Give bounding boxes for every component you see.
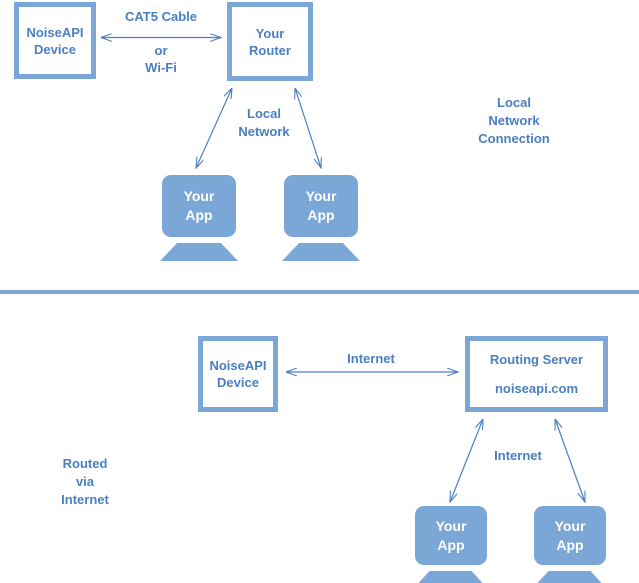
- or-label: or: [154, 43, 168, 58]
- noiseapi-device-label-line2: Device: [217, 375, 259, 390]
- laptop-bottom-1[interactable]: Your App: [413, 506, 488, 583]
- router-box[interactable]: Your Router: [227, 2, 313, 81]
- routing-server-box[interactable]: Routing Server noiseapi.com: [465, 336, 608, 412]
- wifi-label: Wi-Fi: [145, 60, 177, 75]
- router-label-line2: Router: [249, 42, 291, 58]
- laptop-label-line2: App: [437, 536, 465, 553]
- noiseapi-device-box-top[interactable]: NoiseAPI Device: [14, 2, 96, 79]
- laptop-base: [160, 243, 238, 261]
- laptop-label-line2: App: [185, 207, 213, 223]
- laptop-screen: Your App: [415, 506, 487, 565]
- laptop-label-line1: Your: [305, 188, 337, 204]
- noiseapi-device-label-line1: NoiseAPI: [26, 24, 84, 40]
- laptop-label-line2: App: [307, 207, 335, 223]
- laptop-screen: Your App: [534, 506, 606, 565]
- section-caption-local-network: Local Network Connection: [478, 95, 550, 146]
- section-divider: [0, 290, 639, 294]
- routing-server-label-line1: Routing Server: [489, 352, 584, 367]
- laptop-screen: Your App: [162, 175, 236, 237]
- routing-server-domain: noiseapi.com: [494, 381, 579, 396]
- laptop-top-2[interactable]: Your App: [282, 175, 360, 261]
- laptop-screen: Your App: [284, 175, 358, 237]
- local-network-label: Local Network: [238, 106, 290, 139]
- router-label-line1: Your: [255, 25, 285, 41]
- laptop-base: [282, 243, 360, 261]
- laptop-base: [413, 571, 488, 583]
- internet-network-label: Internet: [494, 448, 542, 463]
- laptop-top-1[interactable]: Your App: [160, 175, 238, 261]
- laptop-bottom-2[interactable]: Your App: [532, 506, 607, 583]
- cat5-cable-label: CAT5 Cable: [125, 9, 197, 24]
- noiseapi-device-label-line2: Device: [34, 41, 76, 57]
- laptop-label-line1: Your: [435, 517, 467, 534]
- laptop-label-line2: App: [556, 536, 584, 553]
- laptop-label-line1: Your: [554, 517, 586, 534]
- laptop-base: [532, 571, 607, 583]
- laptop-label-line1: Your: [183, 188, 215, 204]
- noiseapi-device-label-line1: NoiseAPI: [209, 358, 267, 373]
- section-caption-routed-internet: Routed via Internet: [61, 456, 109, 507]
- internet-link-label: Internet: [347, 351, 395, 366]
- noiseapi-device-box-bottom[interactable]: NoiseAPI Device: [198, 336, 278, 412]
